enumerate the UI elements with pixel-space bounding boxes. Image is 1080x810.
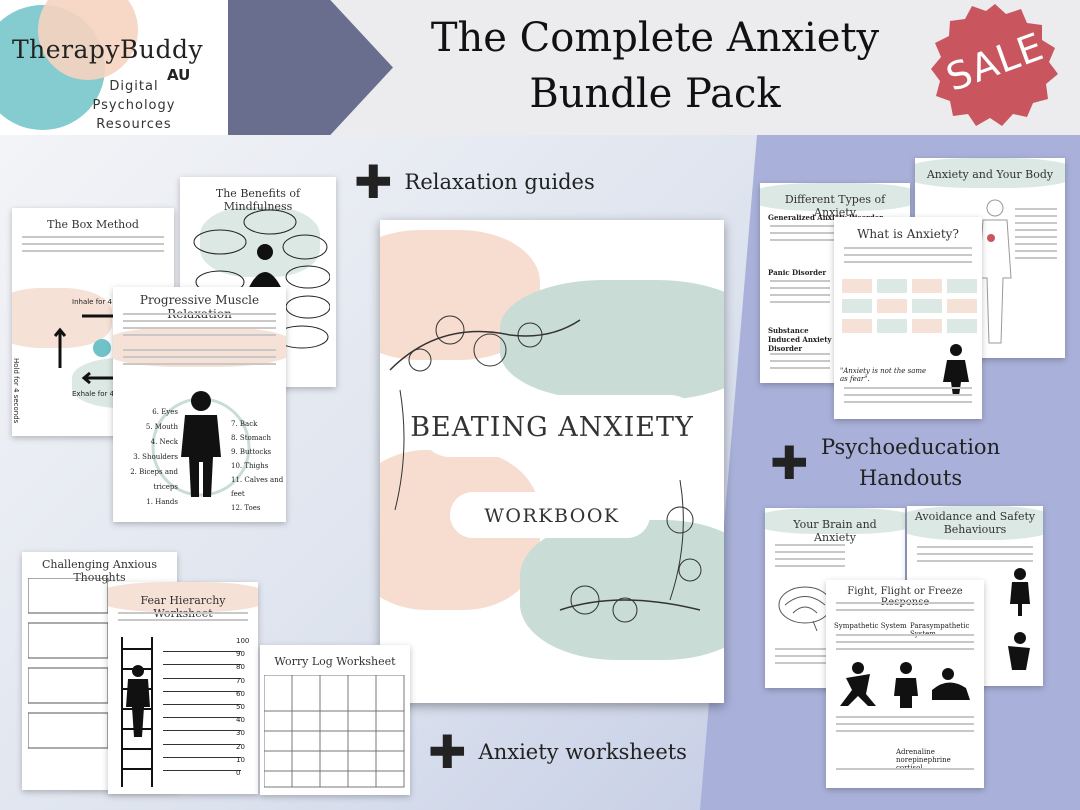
- substance-heading: Substance Induced Anxiety Disorder: [768, 326, 832, 353]
- panic-heading: Panic Disorder: [768, 268, 827, 277]
- avoidance-title: Avoidance and Safety Behaviours: [914, 510, 1036, 536]
- inhale-label: Inhale for 4 seco: [72, 298, 131, 306]
- exhale-label: Exhale for 4 seco: [72, 390, 133, 398]
- what-is-anxiety-title: What is Anxiety?: [857, 227, 959, 241]
- sale-seal-icon: [931, 4, 1058, 126]
- what-is-anxiety-quote: "Anxiety is not the same as fear".: [840, 367, 927, 383]
- feature-worksheets-label: Anxiety worksheets: [478, 740, 687, 764]
- what-is-anxiety-page: What is Anxiety? "Anxiety is not the sam…: [834, 217, 982, 419]
- pmr-left-labels: 6. Eyes 5. Mouth 4. Neck 3. Shoulders 2.…: [130, 408, 178, 506]
- workbook-cover: BEATING ANXIETY WORKBOOK: [380, 220, 724, 703]
- fear-scale-numbers: 100 90 80 70 60 50 40 30 20 10 0: [236, 637, 250, 778]
- feature-psychoeducation: ✚ Psychoeducation Handouts: [770, 432, 1001, 494]
- plus-icon: ✚: [354, 155, 393, 209]
- header-banner: TherapyBuddy AU Digital Psychology Resou…: [0, 0, 1080, 135]
- symptom-grid-icon: [842, 279, 977, 333]
- anxious-figure-icon: [943, 344, 969, 396]
- brain-anxiety-title: Your Brain and Anxiety: [793, 518, 877, 544]
- pmr-title: Progressive Muscle Relaxation: [139, 293, 260, 321]
- plus-icon: ✚: [770, 436, 809, 490]
- logo-peach-circle: [38, 0, 138, 80]
- sale-badge: SALE: [930, 2, 1060, 132]
- page-title: The Complete Anxiety Bundle Pack: [430, 15, 880, 117]
- gad-heading: Generalized Anxiety Disorder: [768, 213, 883, 222]
- types-anxiety-title: Different Types of Anxiety: [784, 193, 886, 219]
- sympathetic-label: Sympathetic System: [834, 622, 907, 630]
- fear-scale-rows: [163, 639, 241, 771]
- hold-label: Hold for 4 seconds: [12, 358, 20, 424]
- brand-logo: TherapyBuddy AU Digital Psychology Resou…: [0, 0, 230, 135]
- pmr-right-labels: 7. Back 8. Stomach 9. Buttocks 10. Thigh…: [231, 420, 284, 512]
- feature-relaxation-label: Relaxation guides: [404, 170, 595, 194]
- cover-title: BEATING ANXIETY: [410, 412, 694, 443]
- fight-flight-page: Fight, Flight or Freeze Response Sympath…: [826, 580, 984, 788]
- feature-psychoeducation-label: Psychoeducation Handouts: [820, 435, 1001, 490]
- mindfulness-ovals-icon: [193, 209, 330, 349]
- plus-icon: ✚: [428, 725, 467, 779]
- worry-log-table-icon: [264, 675, 405, 788]
- anxiety-body-title: Anxiety and Your Body: [926, 168, 1054, 181]
- anxiety-body-page: Anxiety and Your Body: [915, 158, 1065, 358]
- botanical-illustration-icon: [389, 315, 702, 623]
- box-method-title: The Box Method: [47, 218, 139, 231]
- brand-tagline: Digital Psychology Resources: [92, 79, 176, 132]
- cover-subtitle: WORKBOOK: [484, 505, 620, 527]
- fight-flight-figures-icon: [840, 662, 970, 708]
- worry-log-page: Worry Log Worksheet: [260, 645, 410, 795]
- feature-worksheets: ✚ Anxiety worksheets: [428, 725, 687, 779]
- pmr-page: Progressive Muscle Relaxation 6. Eyes 5.…: [113, 287, 286, 522]
- pmr-body-icon: [151, 391, 251, 497]
- worry-log-title: Worry Log Worksheet: [274, 655, 396, 668]
- feature-relaxation: ✚ Relaxation guides: [354, 155, 595, 209]
- brand-name: TherapyBuddy: [12, 35, 204, 64]
- ladder-climber-icon: [121, 637, 153, 787]
- avoidance-figures-icon: [1008, 568, 1030, 670]
- arrow-band: [228, 0, 393, 135]
- brand-suffix: AU: [167, 66, 191, 84]
- fear-hierarchy-page: Fear Hierarchy Worksheet 100 90 80 70 60…: [108, 582, 258, 794]
